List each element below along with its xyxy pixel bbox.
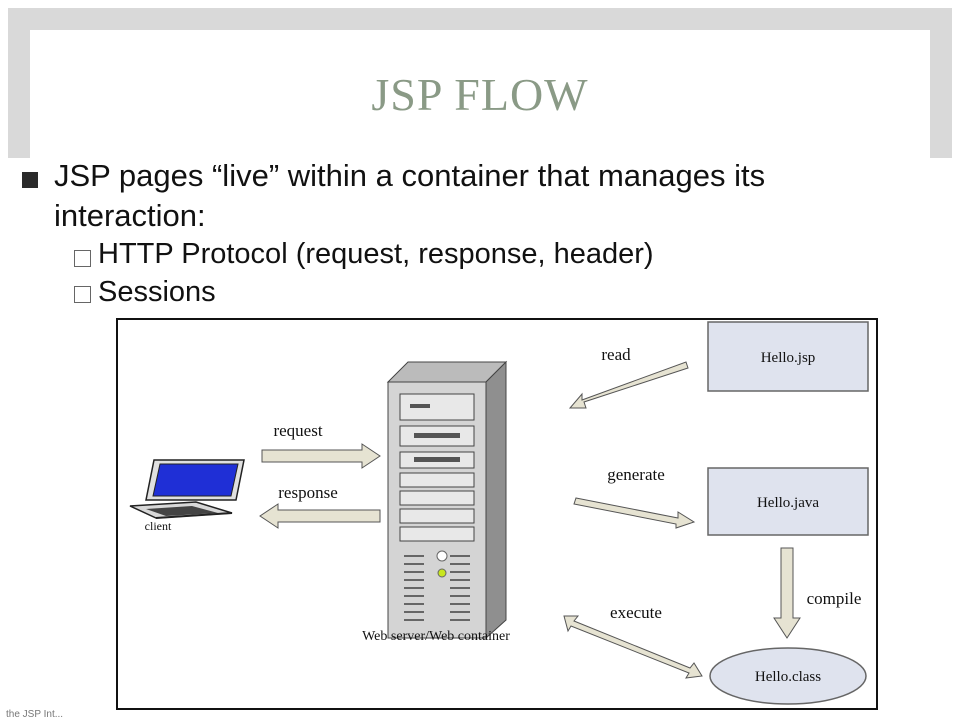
hollow-square-bullet-icon <box>74 286 91 303</box>
sub-bullet-http: HTTP Protocol (request, response, header… <box>98 238 654 270</box>
laptop-client-icon <box>129 459 245 519</box>
generate-arrow <box>573 497 696 529</box>
compile-arrow <box>773 547 801 639</box>
read-arrow <box>568 361 689 409</box>
bullet-text-line-1: JSP pages “live” within a container that… <box>54 158 766 193</box>
hollow-square-bullet-icon <box>74 250 91 267</box>
hello-jsp-label: Hello.jsp <box>761 350 816 366</box>
request-label: request <box>273 421 322 440</box>
execute-arrow <box>563 615 703 679</box>
execute-label: execute <box>610 603 662 622</box>
bullet-text-line-2: interaction: <box>54 198 206 233</box>
server-tower-icon <box>386 360 508 640</box>
hello-java-box <box>707 467 869 536</box>
request-arrow <box>261 443 381 469</box>
hello-class-ellipse <box>709 647 867 705</box>
jsp-flow-diagram: Hello.jsp Hello.java Hello.class <box>116 318 878 710</box>
hello-jsp-box <box>707 321 869 392</box>
response-label: response <box>278 483 337 502</box>
sub-bullet-sessions: Sessions <box>98 276 216 308</box>
square-bullet-icon <box>22 172 38 188</box>
footer-note: the JSP Int... <box>6 709 64 720</box>
server-label: Web server/Web container <box>362 629 510 644</box>
read-label: read <box>601 345 631 364</box>
response-arrow <box>259 503 381 529</box>
hello-class-label: Hello.class <box>755 669 821 685</box>
hello-java-label: Hello.java <box>757 495 819 511</box>
client-label: client <box>145 519 172 533</box>
compile-label: compile <box>807 589 862 608</box>
slide-title-panel <box>30 30 930 158</box>
generate-label: generate <box>607 465 665 484</box>
slide-title: JSP FLOW <box>371 69 589 120</box>
diagram-svg: Hello.jsp Hello.java Hello.class <box>129 321 869 705</box>
